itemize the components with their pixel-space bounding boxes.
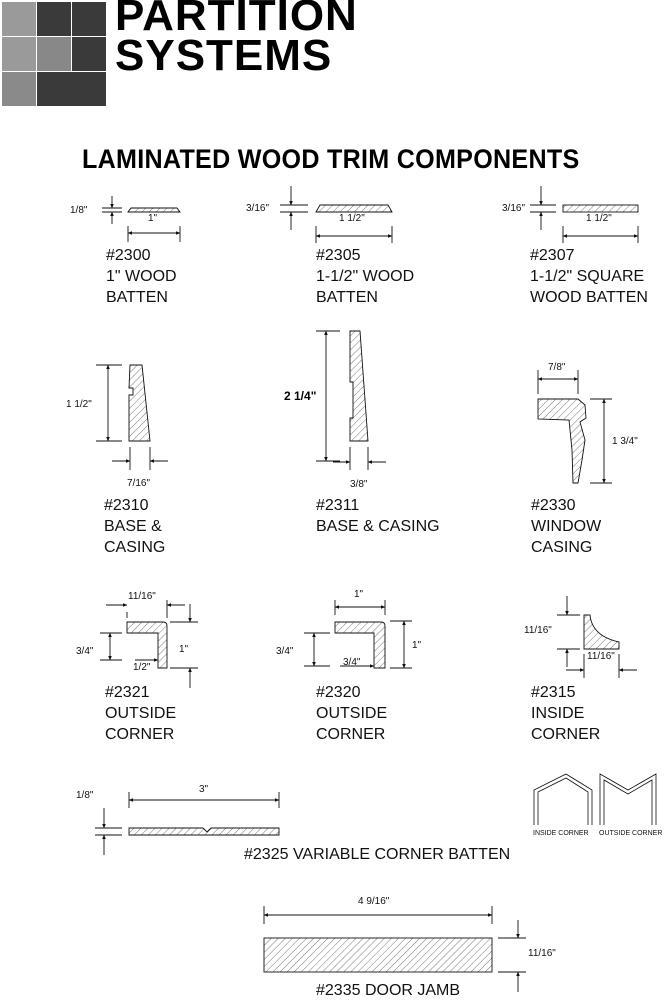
profile-2325 <box>95 792 280 855</box>
part-number-2307: #2307 <box>530 247 575 264</box>
profile-2321 <box>100 600 198 688</box>
part-name-2300-line1: 1" WOOD <box>106 268 177 285</box>
part-name-2307-line2: WOOD BATTEN <box>530 289 648 306</box>
dim-2311-width: 3/8" <box>350 479 368 490</box>
part-name-2320-line2: CORNER <box>316 726 386 743</box>
part-name-2320-line1: OUTSIDE <box>316 705 388 722</box>
profile-2307 <box>530 186 639 243</box>
dim-2300-thickness: 1/8" <box>70 205 88 216</box>
dim-2300-width: 1" <box>148 213 158 224</box>
part-number-2330: #2330 <box>531 497 576 514</box>
part-label-2325: #2325 VARIABLE CORNER BATTEN <box>244 846 511 863</box>
inside-corner-label: INSIDE CORNER <box>533 830 589 837</box>
part-number-2315: #2315 <box>531 684 576 701</box>
part-name-2300-line2: BATTEN <box>106 289 168 306</box>
part-number-2321: #2321 <box>105 684 150 701</box>
dim-2325-thickness: 1/8" <box>76 790 94 801</box>
dim-2325-width: 3" <box>199 784 209 795</box>
dim-2305-thickness: 3/16" <box>246 203 270 214</box>
part-name-2310-line2: CASING <box>104 539 166 556</box>
dim-2330-height: 1 3/4" <box>612 436 638 447</box>
profile-2320 <box>304 600 412 669</box>
part-number-2305: #2305 <box>316 247 361 264</box>
page-title: LAMINATED WOOD TRIM COMPONENTS <box>82 144 580 174</box>
part-name-2310-line1: BASE & <box>104 518 162 535</box>
part-name-2315-line2: CORNER <box>531 726 601 743</box>
outside-corner-label: OUTSIDE CORNER <box>599 830 663 837</box>
part-name-2321-line2: CORNER <box>105 726 175 743</box>
dim-2307-width: 1 1/2" <box>586 213 612 224</box>
dim-2335-width: 4 9/16" <box>358 896 390 907</box>
profile-2310 <box>96 364 168 470</box>
part-label-2335: #2335 DOOR JAMB <box>316 982 461 999</box>
part-number-2311: #2311 <box>316 497 360 514</box>
dim-2335-thickness: 11/16" <box>528 948 556 959</box>
logo-mark <box>2 2 106 106</box>
dim-2315-left: 11/16" <box>524 625 552 636</box>
dim-2315-bottom: 11/16" <box>587 651 615 662</box>
profile-2311 <box>316 330 386 470</box>
dim-2320-left: 3/4" <box>276 646 294 657</box>
part-number-2310: #2310 <box>104 497 149 514</box>
part-name-2330-line1: WINDOW <box>531 518 602 535</box>
brand-line-2: SYSTEMS <box>115 31 333 80</box>
part-name-2311-line1: BASE & CASING <box>316 518 440 535</box>
dim-2320-top: 1" <box>354 589 364 600</box>
profile-2300 <box>102 196 181 242</box>
dim-2310-height: 1 1/2" <box>66 399 92 410</box>
profile-2315 <box>557 596 637 678</box>
profile-2335 <box>263 906 526 992</box>
dim-2307-thickness: 3/16" <box>502 203 526 214</box>
part-number-2320: #2320 <box>316 684 361 701</box>
part-name-2305-line1: 1-1/2" WOOD <box>316 268 415 285</box>
part-name-2307-line1: 1-1/2" SQUARE <box>530 268 645 285</box>
corner-usage-sketches <box>533 773 657 825</box>
dim-2321-top: 11/16" <box>128 591 156 602</box>
dim-2321-right: 1" <box>179 644 189 655</box>
part-number-2300: #2300 <box>106 247 151 264</box>
dim-2320-bottom: 3/4" <box>343 657 361 668</box>
dim-2310-width: 7/16" <box>127 478 151 489</box>
dim-2321-bottom: 1/2" <box>133 662 151 673</box>
dim-2311-height: 2 1/4" <box>284 389 317 403</box>
dim-2321-left: 3/4" <box>76 646 94 657</box>
dim-2330-width: 7/8" <box>548 362 566 373</box>
profile-2305 <box>280 186 393 243</box>
dim-2320-right: 1" <box>412 640 422 651</box>
part-name-2321-line1: OUTSIDE <box>105 705 177 722</box>
part-name-2315-line1: INSIDE <box>531 705 585 722</box>
part-name-2305-line2: BATTEN <box>316 289 378 306</box>
profile-2330 <box>537 370 612 484</box>
brand-line-1: PARTITION <box>115 0 358 40</box>
part-name-2330-line2: CASING <box>531 539 593 556</box>
dim-2305-width: 1 1/2" <box>339 213 365 224</box>
